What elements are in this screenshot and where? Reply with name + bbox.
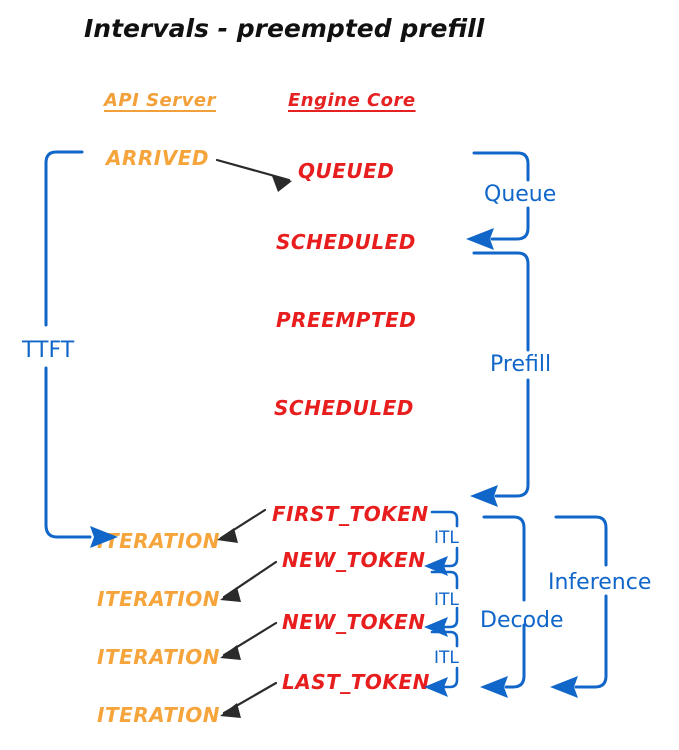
interval-label-prefill: Prefill: [490, 352, 552, 377]
state-iteration-3: ITERATION: [97, 645, 221, 669]
state-arrived: ARRIVED: [106, 146, 209, 170]
state-scheduled-1: SCHEDULED: [276, 230, 416, 254]
arrow-arrived-to-queued: [215, 158, 292, 192]
interval-label-decode: Decode: [480, 608, 564, 633]
interval-label-queue: Queue: [484, 182, 557, 207]
bracket-prefill: [470, 251, 530, 507]
arrow-new-token-2-to-iteration-3: [220, 621, 278, 660]
state-iteration-2: ITERATION: [97, 587, 221, 611]
page-title: Intervals - preempted prefill: [84, 14, 485, 43]
state-iteration-1: ITERATION: [97, 529, 221, 553]
interval-label-itl-1: ITL: [434, 528, 459, 548]
interval-label-itl-3: ITL: [434, 648, 459, 668]
state-iteration-4: ITERATION: [97, 703, 221, 727]
arrow-first-token-to-iteration-1: [217, 508, 267, 543]
state-preempted: PREEMPTED: [276, 308, 417, 332]
column-header-engine-core: Engine Core: [288, 90, 416, 111]
arrow-last-token-to-iteration-4: [220, 681, 278, 718]
interval-label-itl-2: ITL: [434, 590, 459, 610]
column-header-api-server: API Server: [104, 90, 216, 111]
state-last-token: LAST_TOKEN: [282, 670, 430, 694]
arrow-new-token-1-to-iteration-2: [220, 560, 278, 602]
state-queued: QUEUED: [298, 159, 395, 183]
interval-label-ttft: TTFT: [22, 338, 75, 363]
interval-label-inference: Inference: [548, 570, 652, 595]
state-new-token-2: NEW_TOKEN: [282, 610, 426, 634]
state-scheduled-2: SCHEDULED: [274, 396, 414, 420]
state-new-token-1: NEW_TOKEN: [282, 548, 426, 572]
state-first-token: FIRST_TOKEN: [272, 502, 429, 526]
